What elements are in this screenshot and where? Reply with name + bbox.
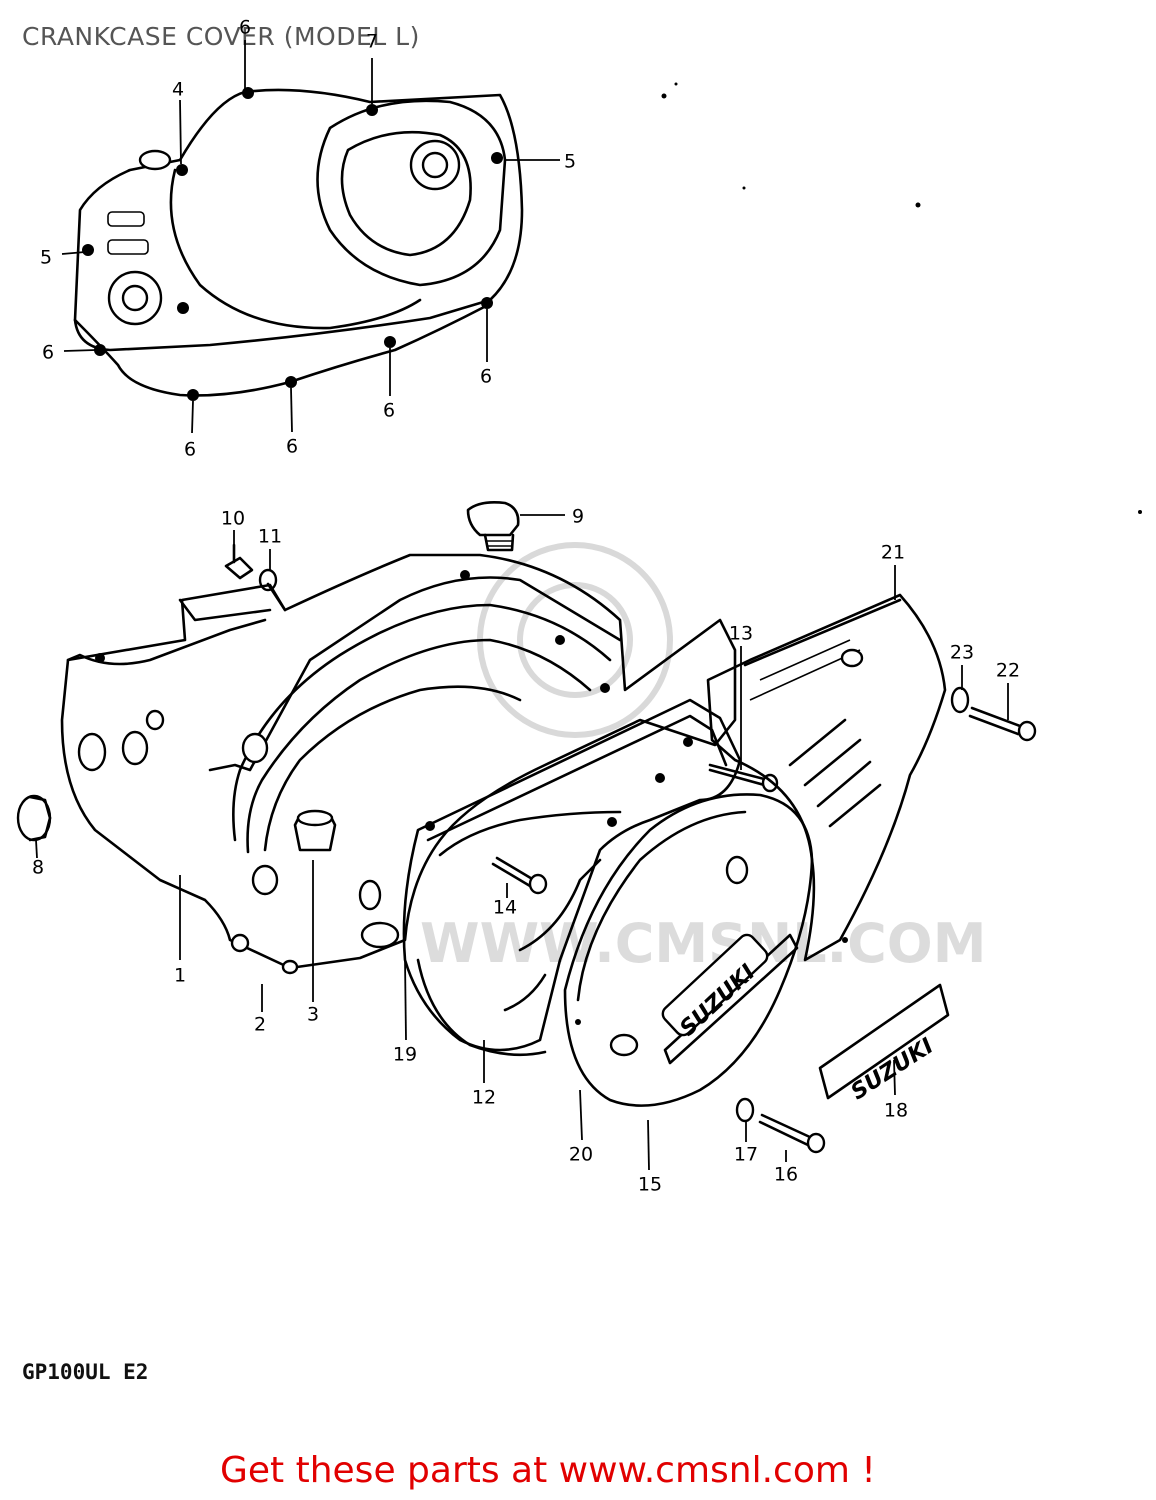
callout-c6d: 6 bbox=[383, 400, 395, 422]
callout-c11: 11 bbox=[258, 526, 282, 548]
callout-c5a: 5 bbox=[564, 151, 576, 173]
callout-c9: 9 bbox=[572, 506, 584, 528]
cta-link[interactable]: Get these parts at www.cmsnl.com ! bbox=[220, 1450, 876, 1491]
watermark-text: WWW.CMSNL.COM bbox=[420, 912, 986, 975]
callout-c10: 10 bbox=[221, 508, 245, 530]
watermark: WWW.CMSNL.COM bbox=[420, 542, 986, 975]
emblem-text: SUZUKI bbox=[847, 1034, 938, 1105]
callout-c15: 15 bbox=[638, 1174, 662, 1196]
callout-c6a: 6 bbox=[239, 17, 251, 39]
callout-c1: 1 bbox=[174, 965, 186, 987]
leader-lines-upper bbox=[61, 40, 560, 434]
callout-c4: 4 bbox=[172, 79, 184, 101]
callout-c14: 14 bbox=[493, 897, 517, 919]
callout-c20: 20 bbox=[569, 1144, 593, 1166]
callout-c2: 2 bbox=[254, 1014, 266, 1036]
callout-c7: 7 bbox=[366, 31, 378, 53]
callout-c6e: 6 bbox=[184, 439, 196, 461]
callout-c3: 3 bbox=[307, 1004, 319, 1026]
model-code: GP100UL E2 bbox=[22, 1360, 149, 1384]
callout-c21: 21 bbox=[881, 542, 905, 564]
callout-c8: 8 bbox=[32, 857, 44, 879]
callout-c18: 18 bbox=[884, 1100, 908, 1122]
callout-c6b: 6 bbox=[42, 342, 54, 364]
callout-c19: 19 bbox=[393, 1044, 417, 1066]
callout-c12: 12 bbox=[472, 1087, 496, 1109]
leader-lines-lower bbox=[35, 514, 1009, 1171]
callout-c13: 13 bbox=[729, 623, 753, 645]
page-title: CRANKCASE COVER (MODEL L) bbox=[22, 22, 420, 51]
crankcase-cover-assembly: SUZUKI SUZUKI bbox=[16, 501, 1037, 1154]
callout-c6f: 6 bbox=[286, 436, 298, 458]
callout-c16: 16 bbox=[774, 1164, 798, 1186]
scan-specks bbox=[661, 82, 1142, 514]
callout-c23: 23 bbox=[950, 642, 974, 664]
callout-c6c: 6 bbox=[480, 366, 492, 388]
callout-c22: 22 bbox=[996, 660, 1020, 682]
inner-crankcase-cover bbox=[73, 87, 524, 401]
callout-c17: 17 bbox=[734, 1144, 758, 1166]
callout-c5b: 5 bbox=[40, 247, 52, 269]
